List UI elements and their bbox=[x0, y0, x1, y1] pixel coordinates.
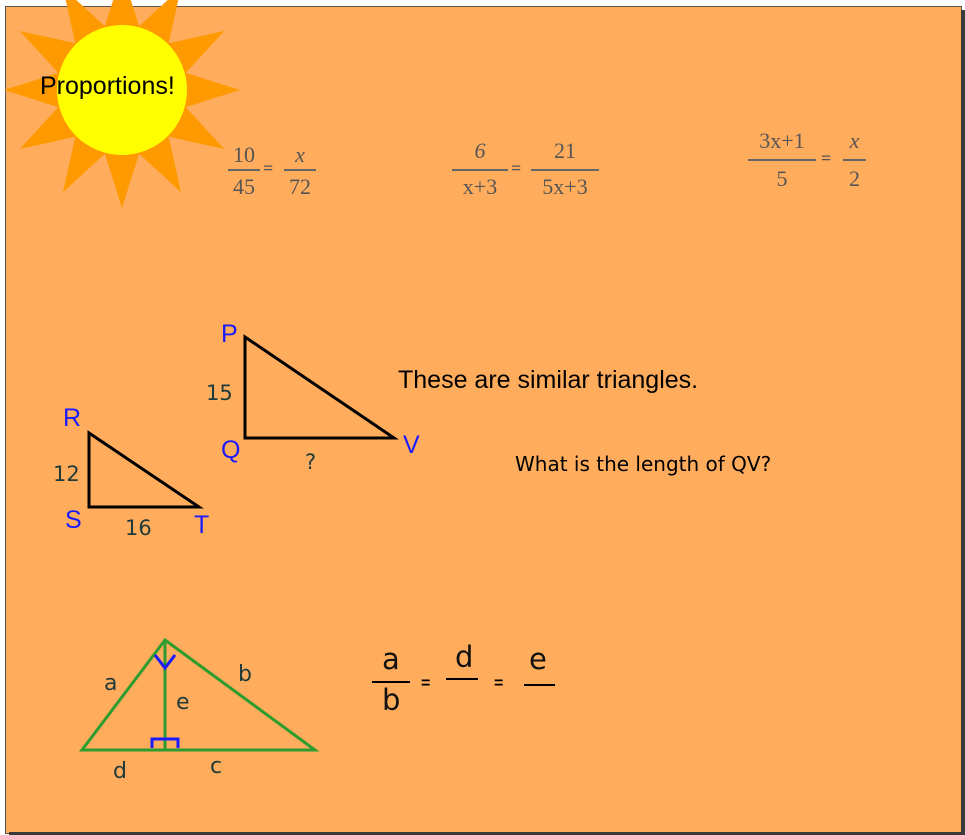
eq3-left-numerator: 3x+1 bbox=[759, 128, 805, 153]
label-segment-c: c bbox=[210, 754, 223, 779]
eq2-right-denominator: 5x+3 bbox=[542, 174, 588, 199]
label-side-a: a bbox=[104, 671, 118, 696]
label-altitude-e: e bbox=[176, 690, 190, 715]
eq1-left-denominator: 45 bbox=[233, 174, 255, 199]
eq1-left-numerator: 10 bbox=[233, 142, 255, 167]
proportion-equals-2: = bbox=[494, 675, 504, 692]
side-qv-length: ? bbox=[305, 450, 317, 474]
label-t: T bbox=[194, 511, 210, 539]
right-triangle-altitude bbox=[78, 637, 320, 752]
eq2-equals: = bbox=[511, 158, 522, 178]
triangle-pqv bbox=[243, 334, 399, 440]
proportion-numerator-d: d bbox=[455, 640, 474, 674]
page-title: Proportions! bbox=[40, 72, 175, 100]
label-v: V bbox=[403, 431, 420, 459]
eq2-right-numerator: 21 bbox=[554, 138, 576, 163]
proportion-denominator-b: b bbox=[382, 683, 401, 717]
label-q: Q bbox=[221, 436, 241, 464]
equation-fraction-bars bbox=[228, 159, 866, 171]
similar-triangles-statement: These are similar triangles. bbox=[398, 366, 699, 394]
label-p: P bbox=[221, 320, 238, 348]
slide-shadow-bottom bbox=[9, 832, 965, 835]
side-rs-length: 12 bbox=[53, 462, 80, 486]
eq1-right-denominator: 72 bbox=[289, 174, 311, 199]
eq3-left-denominator: 5 bbox=[776, 166, 788, 191]
label-side-b: b bbox=[238, 662, 252, 687]
sun-icon bbox=[4, 0, 240, 208]
eq3-right-numerator: x bbox=[849, 128, 860, 153]
eq3-right-denominator: 2 bbox=[849, 166, 860, 191]
proportion-numerator-e: e bbox=[529, 642, 547, 676]
proportion-numerator-a: a bbox=[382, 642, 400, 676]
slide-shadow-right bbox=[961, 10, 965, 835]
side-st-length: 16 bbox=[125, 516, 152, 540]
eq1-equals: = bbox=[263, 158, 274, 178]
question-text: What is the length of QV? bbox=[515, 452, 772, 476]
triangle-rst bbox=[87, 430, 204, 509]
label-segment-d: d bbox=[113, 759, 127, 784]
proportion-equals-1: = bbox=[421, 675, 431, 692]
eq3-equals: = bbox=[821, 148, 832, 168]
proportion-bar-3 bbox=[524, 684, 555, 686]
label-r: R bbox=[63, 404, 82, 432]
eq2-left-denominator: x+3 bbox=[462, 174, 498, 199]
side-pq-length: 15 bbox=[206, 381, 233, 405]
label-s: S bbox=[65, 506, 82, 534]
eq1-right-numerator: x bbox=[295, 142, 305, 167]
proportion-bar-1 bbox=[372, 681, 410, 683]
eq2-left-numerator: 6 bbox=[474, 138, 486, 163]
proportion-bar-2 bbox=[446, 678, 478, 680]
